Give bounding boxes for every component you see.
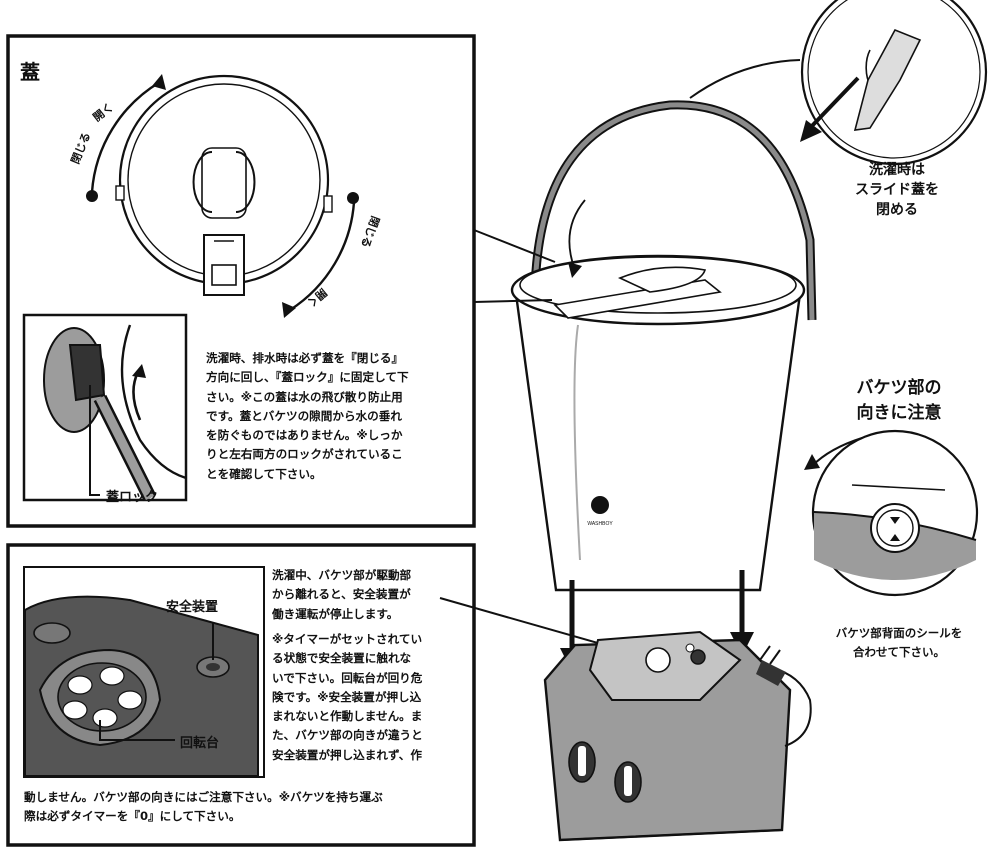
orientation-arrowhead	[804, 454, 820, 470]
brand-logo-text: WASHBOY	[587, 521, 613, 527]
safety-text-bottom: 動しません。バケツ部の向きにはご注意下さい。※バケツを持ち運ぶ 際は必ずタイマー…	[24, 790, 383, 824]
lid-instruction-text: 洗濯時、排水時は必ず蓋を『閉じる』 方向に回し、『蓋ロック』に固定して下 さい。…	[206, 351, 409, 481]
lid-panel-title: 蓋	[20, 60, 40, 84]
bucket-orientation-note: バケツ部の 向きに注意	[856, 378, 942, 423]
seal-inset	[811, 429, 979, 597]
slide-lid-connector	[689, 59, 801, 99]
slide-lid-inset	[800, 0, 988, 166]
lid-illustration	[115, 74, 333, 296]
open-arrowhead-left	[152, 74, 166, 90]
lock-inset-illustration	[43, 324, 187, 502]
drive-unit-illustration	[543, 630, 812, 842]
close-dot-left	[86, 190, 98, 202]
turntable-label: 回転台	[180, 736, 220, 751]
bucket-illustration: WASHBOY	[510, 100, 817, 592]
open-arrowhead-right	[282, 302, 296, 318]
safety-text-mid: ※タイマーがセットされてい る状態で安全装置に触れな いで下さい。回転台が回り危…	[272, 632, 423, 762]
lid-callout-line-bottom	[473, 299, 553, 303]
safety-device-label: 安全装置	[166, 600, 219, 615]
safety-inset-illustration	[24, 595, 259, 777]
slide-lid-note: 洗濯時は スライド蓋を 閉める	[855, 162, 939, 218]
lock-label: 蓋ロック	[106, 490, 159, 505]
safety-text-top: 洗濯中、バケツ部が駆動部 から離れると、安全装置が 働き運転が停止します。	[272, 568, 412, 621]
lid-callout-line-top	[473, 229, 556, 263]
close-dot-right	[347, 192, 359, 204]
open-arrow-left	[90, 80, 161, 193]
open-arrow-right	[289, 201, 356, 312]
seal-note: バケツ部背面のシールを 合わせて下さい。	[835, 626, 963, 659]
